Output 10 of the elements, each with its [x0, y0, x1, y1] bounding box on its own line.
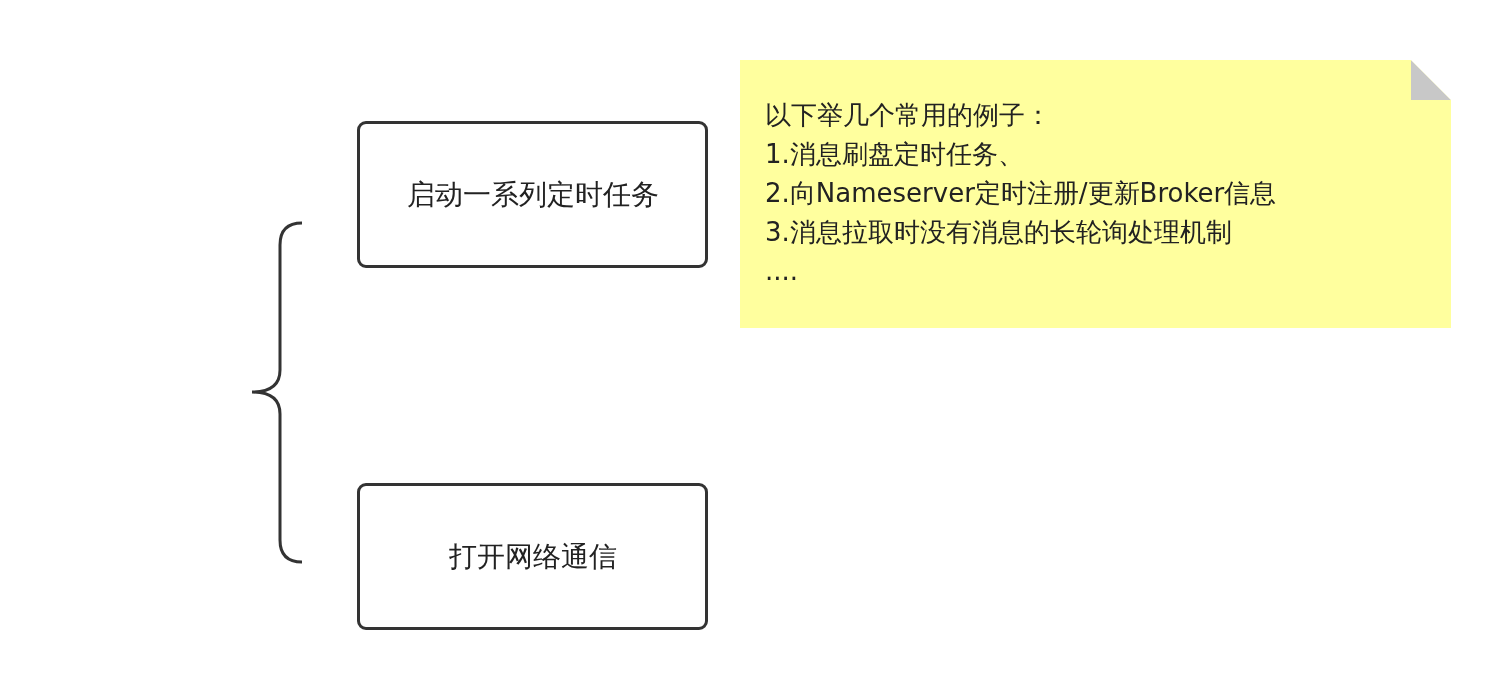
process-box: [357, 121, 708, 268]
box-label: 启动一系列定时任务: [406, 176, 659, 213]
note-text: 以下举几个常用的例子：: [765, 99, 1052, 132]
note-text: ....: [765, 255, 800, 288]
note-text: 2.向Nameserver定时注册/更新Broker信息: [765, 177, 1278, 210]
sticky-note: [740, 60, 1451, 328]
process-box: [357, 483, 708, 630]
note-text: 3.消息拉取时没有消息的长轮询处理机制: [765, 216, 1233, 249]
box-label: 打开网络通信: [448, 538, 617, 575]
note-text: 1.消息刷盘定时任务、: [765, 138, 1025, 171]
